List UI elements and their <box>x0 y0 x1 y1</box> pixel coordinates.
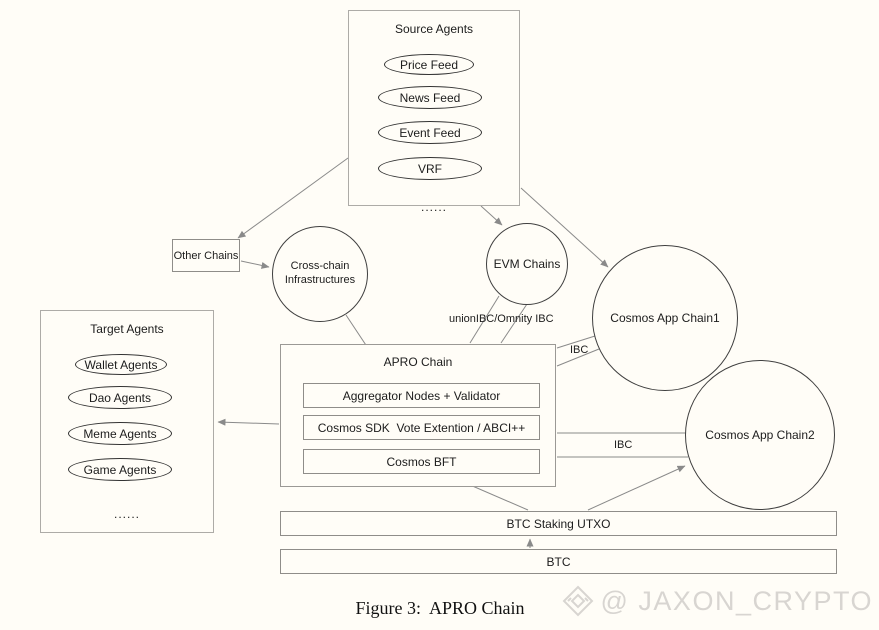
edge-btcstaking-to-cosmos2 <box>587 465 686 511</box>
target-agent-wallet: Wallet Agents <box>75 354 167 375</box>
watermark-handle: @ JAXON_CRYPTO <box>600 585 873 616</box>
apro-layer-cosmos-sdk: Cosmos SDK Vote Extention / ABCI++ <box>303 415 540 440</box>
source-agent-vrf: VRF <box>378 157 482 180</box>
apro-chain-title: APRO Chain <box>383 355 453 369</box>
cross-chain-infrastructures-circle: Cross-chain Infrastructures <box>272 226 368 322</box>
apro-layer-cosmos-bft: Cosmos BFT <box>303 449 540 474</box>
source-agent-news-feed: News Feed <box>378 86 482 109</box>
other-chains-box: Other Chains <box>172 239 240 272</box>
edge-other-chains-to-crosschain <box>240 260 270 269</box>
apro-layer-aggregator: Aggregator Nodes + Validator <box>303 383 540 408</box>
edge-source-to-evm <box>480 205 503 226</box>
source-agents-more: ...... <box>420 200 447 214</box>
cross-chain-label: Cross-chain Infrastructures <box>284 260 356 286</box>
edge-apro-to-cosmos1-line1 <box>556 335 596 349</box>
source-agent-price-feed: Price Feed <box>384 54 474 75</box>
edge-apro-to-target-agents <box>217 418 280 426</box>
cosmos-app-chain1-circle: Cosmos App Chain1 <box>592 245 738 391</box>
btc-staking-utxo-bar: BTC Staking UTXO <box>280 511 837 536</box>
target-agent-dao: Dao Agents <box>68 386 172 409</box>
edge-label-ibc-chain1: IBC <box>570 344 589 356</box>
apro-chain-box: APRO Chain Aggregator Nodes + Validator … <box>280 344 556 487</box>
edge-label-ibc-chain2: IBC <box>614 439 633 451</box>
edge-evm-to-apro-line1 <box>469 295 500 344</box>
source-agents-title: Source Agents <box>394 22 474 36</box>
edge-evm-to-apro-line2 <box>500 303 528 344</box>
source-agent-event-feed: Event Feed <box>378 121 482 144</box>
diamond-logo-icon <box>562 585 593 617</box>
figure-caption: Figure 3: APRO Chain <box>355 598 525 618</box>
edge-label-union-ibc: unionIBC/Omnity IBC <box>449 313 554 325</box>
edge-source-to-other-chains <box>237 157 349 239</box>
edge-source-to-cosmos1 <box>520 187 609 268</box>
edge-apro-to-cosmos1-line2 <box>556 348 600 367</box>
target-agents-more: ...... <box>113 507 140 521</box>
target-agents-title: Target Agents <box>90 322 164 336</box>
btc-bar: BTC <box>280 549 837 574</box>
evm-chains-circle: EVM Chains <box>486 223 568 305</box>
target-agent-game: Game Agents <box>68 458 172 481</box>
cosmos-app-chain2-circle: Cosmos App Chain2 <box>685 360 835 510</box>
target-agent-meme: Meme Agents <box>68 422 172 445</box>
watermark: @ JAXON_CRYPTO <box>562 585 873 617</box>
